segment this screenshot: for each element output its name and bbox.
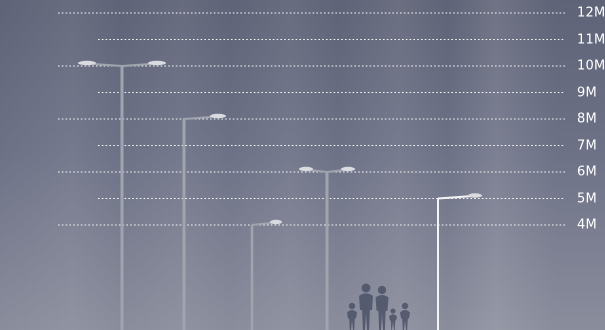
height-label-8m: 8M: [577, 111, 597, 127]
pole-10m: [78, 60, 166, 330]
pole-4m: [250, 219, 282, 330]
pole-8m-lamp-right: [210, 113, 226, 119]
pole-6m-lamp-right: [341, 166, 355, 172]
height-label-9m: 9M: [577, 85, 597, 100]
pole-5m-white-lamp-right: [468, 193, 482, 198]
child-small-head: [390, 308, 396, 314]
child-small-body: [389, 314, 397, 330]
pole-8m: [182, 113, 226, 330]
adult-1-body: [359, 293, 373, 330]
pole-6m: [299, 166, 355, 330]
height-label-11m: 11M: [577, 32, 605, 47]
pole-6m-lamp-left: [299, 166, 313, 172]
adult-2-body: [375, 295, 389, 330]
height-label-4m: 4M: [577, 217, 597, 233]
height-label-10m: 10M: [577, 58, 605, 74]
adult-1-head: [361, 283, 371, 293]
child-left-body: [347, 310, 357, 330]
height-label-6m: 6M: [577, 164, 597, 180]
family-silhouette-icon: [347, 283, 410, 330]
height-label-7m: 7M: [577, 138, 597, 153]
child-left-head: [348, 302, 356, 310]
adult-2-head: [377, 285, 387, 295]
height-label-5m: 5M: [577, 191, 597, 206]
pole-10m-lamp-left: [78, 60, 96, 66]
pole-4m-lamp-right: [270, 219, 282, 225]
child-right-body: [400, 310, 410, 330]
pole-5m-white: [437, 193, 482, 330]
pole-10m-lamp-right: [148, 60, 166, 66]
child-right-head: [401, 302, 409, 310]
height-label-12m: 12M: [577, 5, 605, 21]
